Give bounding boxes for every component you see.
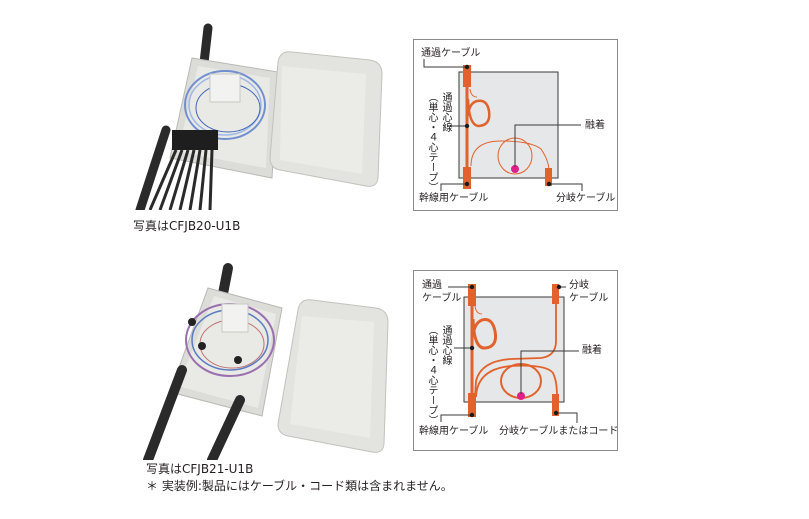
- wiring-diagram-svg: [440, 284, 579, 423]
- wiring-diagram-cfjb20: 通過ケーブル 通過心線 （単心・４心テープ） 融着 幹線用ケーブル 分岐ケーブル: [413, 39, 618, 211]
- label-through-fiber: 通過心線: [440, 325, 451, 365]
- label-branch-cable-line1: 分岐: [569, 280, 589, 291]
- product-photo-cfjb21: [130, 260, 390, 460]
- label-trunk-cable: 幹線用ケーブル: [419, 193, 489, 204]
- note-text: ＊ 実装例:製品にはケーブル・コード類は含まれません。: [146, 479, 453, 493]
- label-through-fiber: 通過心線: [440, 92, 451, 132]
- label-branch-cable-line2: ケーブル: [569, 293, 609, 304]
- label-through-fiber-note: （単心・４心テープ）: [426, 325, 437, 425]
- label-trunk-cable: 幹線用ケーブル: [419, 426, 489, 437]
- label-through-cable-line1: 通過: [422, 280, 442, 291]
- label-splice: 融着: [585, 120, 605, 131]
- photo-caption: 写真はCFJB21-U1B: [146, 462, 254, 476]
- label-through-fiber-note: （単心・４心テープ）: [426, 92, 437, 192]
- label-branch-cable: 分岐ケーブル: [556, 193, 616, 204]
- label-splice: 融着: [582, 345, 602, 356]
- wiring-diagram-svg: [423, 59, 583, 191]
- closure-photo-icon: [143, 263, 389, 460]
- label-branch-cable-or-cord: 分岐ケーブルまたはコード: [499, 426, 619, 437]
- product-photo-cfjb20: [130, 10, 390, 210]
- label-through-cable: 通過ケーブル: [421, 48, 481, 59]
- wiring-diagram-cfjb21: 通過 ケーブル 分岐 ケーブル 通過心線 （単心・４心テープ） 融着 幹線用ケー…: [413, 270, 618, 451]
- closure-photo-icon: [135, 23, 383, 210]
- photo-caption: 写真はCFJB20-U1B: [133, 219, 241, 233]
- label-through-cable-line2: ケーブル: [422, 293, 462, 304]
